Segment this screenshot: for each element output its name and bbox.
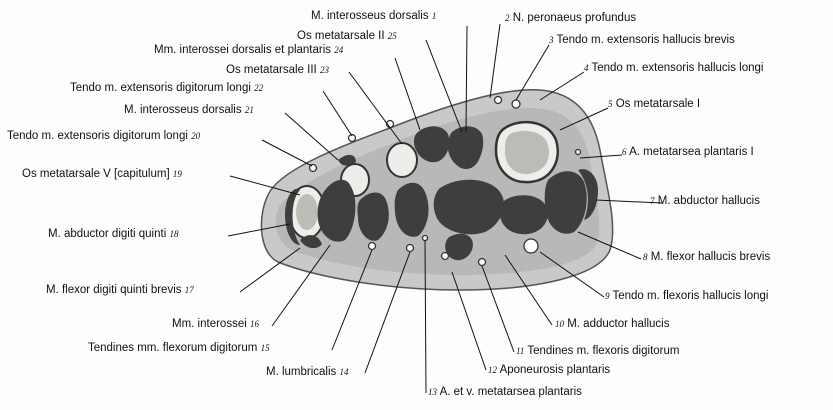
label-os-metatarsale-v: Os metatarsale V [capitulum] 19 <box>22 168 182 181</box>
label-tendo-ext-hallucis-brevis: 3 Tendo m. extensoris hallucis brevis <box>549 34 735 47</box>
label-tendo-ext-hallucis-longi: 4 Tendo m. extensoris hallucis longi <box>584 62 763 75</box>
os-metatarsale-v-marrow <box>296 194 318 230</box>
label-os-metatarsale-iii: Os metatarsale III 23 <box>226 64 329 77</box>
label-a-et-v-metatarsea-plantaris: 13 A. et v. metatarsea plantaris <box>428 386 582 399</box>
vessel-13 <box>423 236 428 241</box>
label-tendines-flexoris-digitorum: 11 Tendines m. flexoris digitorum <box>516 345 679 358</box>
label-m-adductor-hallucis: 10 M. adductor hallucis <box>555 318 669 331</box>
os-metatarsale-i-marrow <box>505 131 549 174</box>
label-os-metatarsale-i: 5 Os metatarsale I <box>608 98 700 111</box>
label-a-metatarsea-plantaris-i: 6 A. metatarsea plantaris I <box>622 146 754 159</box>
label-mm-interossei-dorsalis-plantaris: Mm. interossei dorsalis et plantaris 24 <box>154 44 343 57</box>
os-metatarsale-iii <box>387 143 417 177</box>
tendon-3 <box>512 100 520 108</box>
label-m-flexor-hallucis-brevis: 8 M. flexor hallucis brevis <box>643 251 770 264</box>
label-aponeurosis-plantaris: 12 Aponeurosis plantaris <box>488 364 610 377</box>
tendon-4 <box>495 97 502 104</box>
label-tendo-flexoris-hallucis-longi: 9 Tendo m. flexoris hallucis longi <box>605 290 768 303</box>
tendon-9 <box>524 239 538 253</box>
tendon-flex-2 <box>407 245 414 252</box>
m-adductor-hallucis-2 <box>500 195 548 234</box>
label-m-interosseus-dorsalis-21: M. interosseus dorsalis 21 <box>124 104 254 117</box>
label-tendo-ext-digitorum-longi-22: Tendo m. extensoris digitorum longi 22 <box>70 82 263 95</box>
label-m-flexor-digiti-quinti-brevis: M. flexor digiti quinti brevis 17 <box>46 284 194 297</box>
label-n-peronaeus-profundus: 2 N. peronaeus profundus <box>505 12 636 25</box>
label-mm-interossei: Mm. interossei 16 <box>172 318 259 331</box>
label-m-abductor-digiti-quinti: M. abductor digiti quinti 18 <box>48 228 178 241</box>
label-tendines-flexorum-digitorum: Tendines mm. flexorum digitorum 15 <box>88 342 270 355</box>
label-m-abductor-hallucis: 7 M. abductor hallucis <box>650 195 760 208</box>
vessel-6 <box>576 150 581 155</box>
tendon-flex-4 <box>479 259 486 266</box>
label-tendo-ext-digitorum-longi-20: Tendo m. extensoris digitorum longi 20 <box>7 130 200 143</box>
tendon-flex-3 <box>442 253 449 260</box>
tendon-flex-1 <box>369 243 376 250</box>
m-adductor-hallucis <box>434 180 504 235</box>
label-m-interosseus-dorsalis-1: M. interosseus dorsalis 1 <box>311 10 436 23</box>
label-os-metatarsale-ii: Os metatarsale II 25 <box>297 30 397 43</box>
label-m-lumbricalis: M. lumbricalis 14 <box>266 366 349 379</box>
